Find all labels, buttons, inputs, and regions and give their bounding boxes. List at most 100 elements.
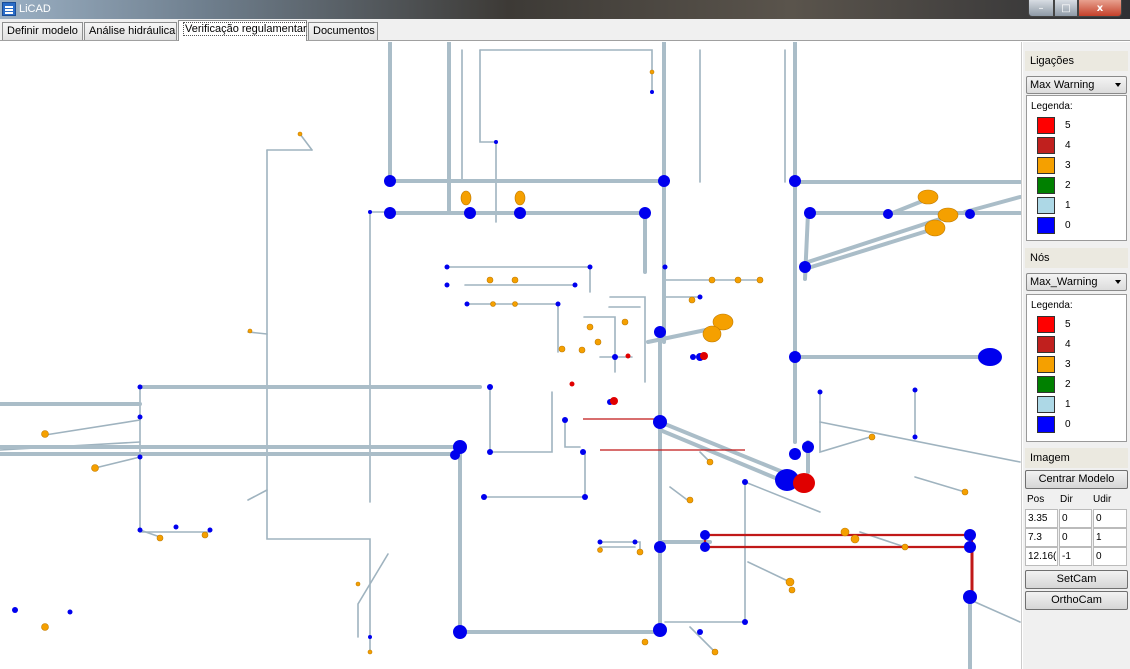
udir-z-cell[interactable]: 0 [1093, 547, 1127, 566]
centrar-modelo-button[interactable]: Centrar Modelo [1025, 470, 1128, 489]
node-warning [636, 548, 644, 556]
tab-analise-hidraulica[interactable]: Análise hidráulica [84, 22, 177, 40]
node-critical [625, 353, 631, 359]
minimize-button[interactable]: – [1028, 0, 1054, 17]
node [12, 607, 18, 613]
dir-z-cell[interactable]: -1 [1059, 547, 1092, 566]
node-warning [297, 131, 303, 137]
camera-grid-header: Pos Dir Udir [1025, 491, 1128, 509]
node [514, 207, 526, 219]
node [963, 590, 977, 604]
pipe-segment [914, 476, 966, 493]
node-warning [247, 328, 253, 334]
dir-y-cell[interactable]: 0 [1059, 528, 1092, 547]
pipe-segment [466, 303, 559, 353]
pipe-segment [747, 561, 791, 583]
camera-grid: Pos Dir Udir 3.35 0 0 7.3 0 1 12.16( -1 … [1025, 491, 1128, 566]
close-button[interactable]: x [1078, 0, 1122, 17]
node [487, 384, 493, 390]
pipe-segment [564, 421, 581, 448]
node [562, 417, 568, 423]
node [612, 354, 618, 360]
maximize-button[interactable]: □ [1054, 0, 1078, 17]
node [555, 301, 561, 307]
swatch-darkred [1037, 335, 1055, 353]
orthocam-button[interactable]: OrthoCam [1025, 591, 1128, 610]
node [572, 282, 578, 288]
tab-documentos[interactable]: Documentos [308, 22, 378, 40]
node-warning [486, 276, 494, 284]
node [700, 542, 710, 552]
node [444, 282, 450, 288]
setcam-button[interactable]: SetCam [1025, 570, 1128, 589]
udir-x-cell[interactable]: 0 [1093, 509, 1127, 528]
node [964, 541, 976, 553]
node [802, 441, 814, 453]
pos-z-cell[interactable]: 12.16( [1025, 547, 1058, 566]
legend-value: 2 [1065, 179, 1071, 191]
node-warning [686, 496, 694, 504]
legend-value: 2 [1065, 378, 1071, 390]
pipe-segment [609, 296, 646, 383]
node [964, 529, 976, 541]
chevron-down-icon [1115, 83, 1121, 87]
node [67, 609, 73, 615]
pos-y-cell[interactable]: 7.3 [1025, 528, 1058, 547]
window-title: LiCAD [19, 3, 51, 15]
node [582, 494, 588, 500]
pipe-segment [806, 217, 942, 264]
legend-item: 4 [1031, 135, 1122, 155]
nos-select[interactable]: Max_Warning [1026, 273, 1127, 291]
node-warning [41, 623, 49, 631]
node-warning [511, 276, 519, 284]
node-warning [702, 325, 722, 343]
nos-header: Nós [1025, 248, 1128, 268]
node-warning [594, 338, 602, 346]
node-warning [621, 318, 629, 326]
node [817, 389, 823, 395]
column-header-dir: Dir [1060, 494, 1073, 505]
node [464, 301, 470, 307]
table-row: 3.35 0 0 [1025, 509, 1128, 528]
node [912, 387, 918, 393]
legend-value: 5 [1065, 318, 1071, 330]
legend-value: 1 [1065, 398, 1071, 410]
node [444, 264, 450, 270]
node [368, 635, 372, 639]
pipe-segment [599, 541, 641, 553]
model-3d-viewport[interactable] [0, 42, 1022, 669]
node-warning [850, 534, 860, 544]
pipe-network-render[interactable] [0, 42, 1022, 669]
pipe-segment [139, 529, 161, 538]
pipe-segment [664, 266, 701, 298]
pipe-segment [974, 601, 1021, 623]
node [804, 207, 816, 219]
pos-x-cell[interactable]: 3.35 [1025, 509, 1058, 528]
node-warning [785, 577, 795, 587]
nos-legend: Legenda: 5 4 3 2 1 0 [1026, 294, 1127, 442]
legend-value: 1 [1065, 199, 1071, 211]
node-warning [688, 296, 696, 304]
node-warning [460, 190, 472, 206]
udir-y-cell[interactable]: 1 [1093, 528, 1127, 547]
node [697, 294, 703, 300]
node-warning [708, 276, 716, 284]
node [912, 434, 918, 440]
legend-item: 0 [1031, 215, 1122, 235]
legend-value: 3 [1065, 358, 1071, 370]
main-tabbar: Definir modelo Análise hidráulica Verifi… [0, 19, 1130, 41]
tab-definir-modelo[interactable]: Definir modelo [2, 22, 83, 40]
dir-x-cell[interactable]: 0 [1059, 509, 1092, 528]
ligacoes-select[interactable]: Max Warning [1026, 76, 1127, 94]
node-warning [788, 586, 796, 594]
pipe-segment [266, 149, 371, 653]
node-warning [924, 219, 946, 237]
node [450, 450, 460, 460]
node-critical [610, 397, 618, 405]
swatch-orange [1037, 355, 1055, 373]
tab-verificacao-regulamentar[interactable]: Verificação regulamentar [178, 20, 309, 41]
pipe-segment [446, 266, 591, 293]
node-warning [514, 190, 526, 206]
node-warning [41, 430, 49, 438]
node [464, 207, 476, 219]
